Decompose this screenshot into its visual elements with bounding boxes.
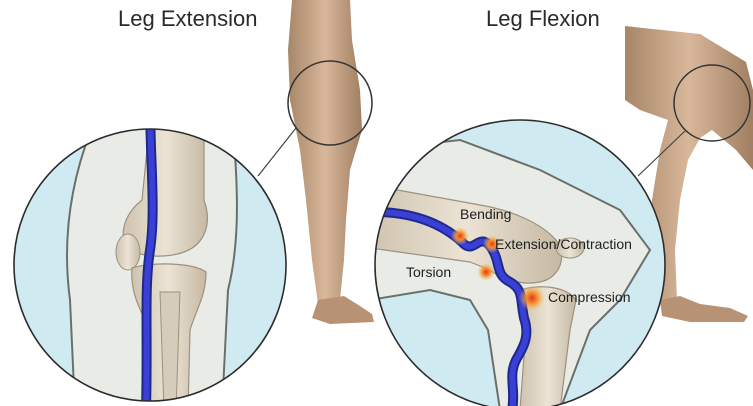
label-torsion: Torsion xyxy=(406,264,451,280)
stress-marker-compression xyxy=(519,285,545,311)
label-extension-contraction: Extension/Contraction xyxy=(495,236,632,252)
title-leg-extension: Leg Extension xyxy=(118,6,257,32)
standing-leg xyxy=(288,0,374,324)
label-bending: Bending xyxy=(460,206,511,222)
stress-marker-torsion xyxy=(477,263,495,281)
stress-marker-bending xyxy=(451,227,469,245)
zoom-connector-left xyxy=(258,128,296,176)
label-compression: Compression xyxy=(548,289,630,305)
magnifier-flexion xyxy=(370,115,670,406)
magnifier-extension xyxy=(0,100,300,406)
patella-bone xyxy=(116,234,140,270)
fibula-bone xyxy=(160,292,180,406)
title-leg-flexion: Leg Flexion xyxy=(486,6,600,32)
